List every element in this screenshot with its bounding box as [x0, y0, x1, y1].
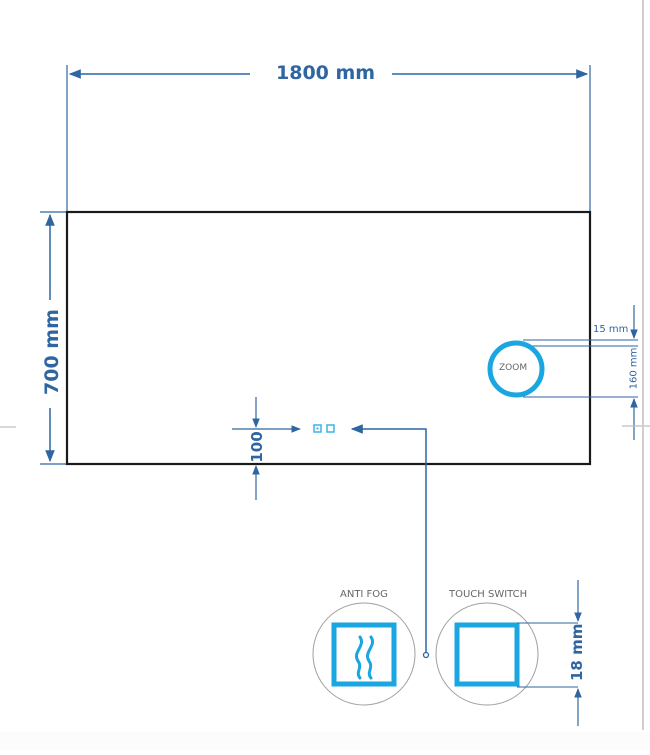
height-label: 700 mm [41, 309, 63, 395]
anti-fog-icon [312, 602, 416, 706]
height-dimension [40, 211, 67, 465]
icon-size-label: 18 mm [568, 623, 586, 681]
touch-buttons [313, 424, 335, 433]
mirror-frame [65, 210, 592, 466]
zoom-mirror [487, 305, 650, 440]
zoom-offset-label: 15 mm [593, 324, 629, 335]
zoom-diameter-label: 160 mm [628, 347, 640, 390]
zoom-label: ZOOM [499, 363, 528, 373]
leader-line [350, 424, 430, 659]
anti-fog-label: ANTI FOG [340, 589, 388, 600]
touch-switch-label: TOUCH SWITCH [449, 589, 528, 600]
switch-offset-label: 100 [248, 431, 266, 463]
page-edge [642, 0, 644, 730]
touch-switch-icon [435, 580, 582, 726]
page-bottom [0, 732, 650, 750]
width-dimension [66, 65, 591, 212]
switch-offset-dimension [232, 397, 301, 500]
width-label: 1800 mm [276, 62, 376, 84]
